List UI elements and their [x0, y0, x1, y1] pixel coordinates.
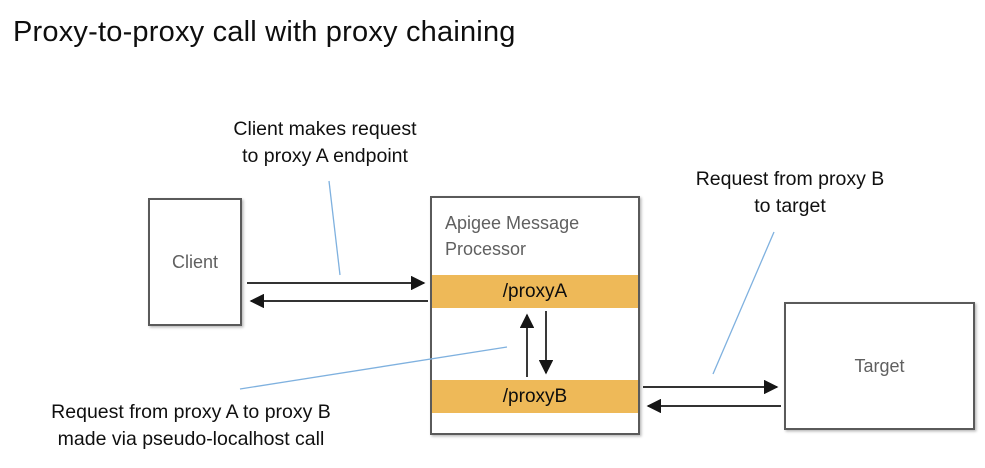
message-processor-label: Apigee Message Processor — [445, 213, 580, 260]
callout-line-client-request — [328, 180, 341, 276]
client-node-label: Client — [171, 251, 219, 272]
annotation-proxya-to-proxyb-line2: made via pseudo-localhost call — [57, 428, 325, 450]
annotation-proxyb-to-target-line2: to target — [754, 195, 826, 217]
annotation-proxyb-to-target: Request from proxy B to target — [660, 166, 920, 220]
annotation-client-request-line2: to proxy A endpoint — [242, 145, 408, 167]
annotation-proxya-to-proxyb: Request from proxy A to proxy B made via… — [8, 399, 374, 453]
annotation-client-request-line1: Client makes request — [233, 118, 417, 140]
annotation-client-request: Client makes request to proxy A endpoint — [195, 116, 455, 170]
proxy-b-bar: /proxyB — [432, 380, 638, 413]
page-title: Proxy-to-proxy call with proxy chaining — [13, 16, 516, 48]
message-processor-node: Apigee Message Processor /proxyA /proxyB — [430, 196, 640, 435]
annotation-proxya-to-proxyb-line1: Request from proxy A to proxy B — [51, 401, 331, 423]
callout-line-proxyb-to-target — [712, 231, 775, 375]
annotation-proxyb-to-target-line1: Request from proxy B — [695, 168, 885, 190]
target-node: Target — [784, 302, 975, 430]
proxy-a-label: /proxyA — [502, 280, 568, 302]
client-node: Client — [148, 198, 242, 326]
proxy-b-label: /proxyB — [502, 385, 568, 407]
proxy-a-bar: /proxyA — [432, 275, 638, 308]
target-node-label: Target — [854, 355, 905, 376]
